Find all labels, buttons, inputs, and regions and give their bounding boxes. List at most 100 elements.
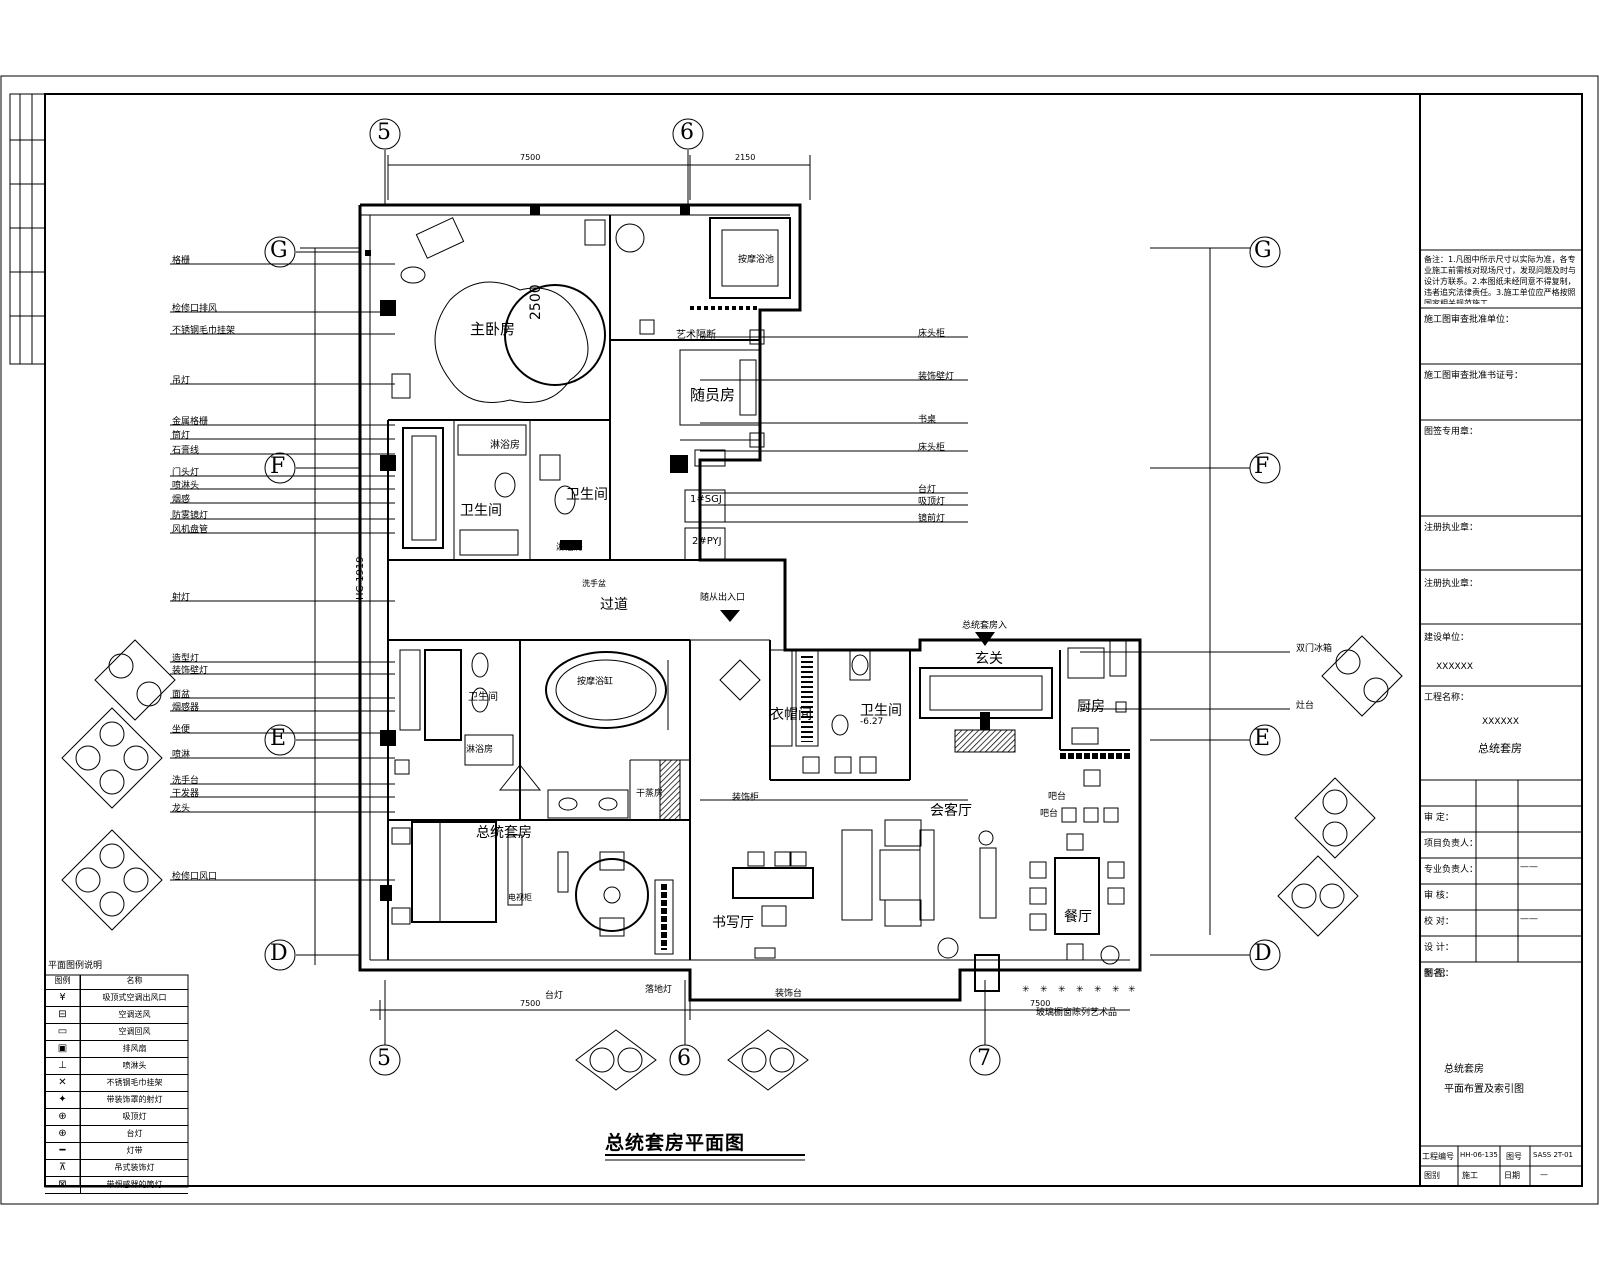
room-label-shaft-2: 2#PYJ [692,536,722,547]
callout-right-7: 双门冰箱 [1296,644,1333,654]
legend-row: ⊠ 带烟感器的筒灯 [45,1177,188,1194]
callout-bottom-1: 落地灯 [645,985,673,995]
axis-bubble-6-top [672,118,704,150]
axis-label-5-1: 5 [377,1046,391,1071]
callout-right-6: 镜前灯 [918,514,946,524]
legend-row: ⊥喷淋头 [45,1058,188,1075]
outer-frame [0,75,1599,1205]
axis-label-E-left: E [270,726,287,751]
dim-top-0: 7500 [520,153,541,162]
project-label: 工程名称： [1424,693,1470,703]
axis-label-D-right: D [1254,941,1272,966]
axis-label-5-0: 5 [377,120,391,145]
legend-symbol: ¥ [45,990,81,1006]
proj-no-label: 工程编号 [1422,1152,1454,1161]
room-label-level: -6.27 [860,717,884,727]
callout-right-0: 床头柜 [918,329,946,339]
room-label-bath-1: 卫生间 [460,503,502,519]
axis-label-F-left: F [270,454,286,479]
callout-left-8: 喷淋头 [172,481,200,491]
drawing-title: 总统套房平面图 [605,1132,746,1154]
project-value: XXXXXX [1482,717,1519,727]
signoff-value [1480,888,1520,914]
room-label-hc-label: HC-1919 [355,556,366,600]
callout-left-20: 干发器 [172,789,200,799]
legend-name: 吸顶式空调出风口 [102,993,167,1002]
date-value: — [1540,1170,1548,1179]
room-label-tv-cabinet: 电视柜 [508,893,532,902]
legend-head-symbol: 图例 [45,975,81,989]
inner-frame [44,93,1583,1187]
drawing-name-1: 总统套房 [1444,1064,1484,1075]
room-label-bath-3: 卫生间 [468,692,498,703]
legend-symbol: ✕ [45,1075,81,1091]
svg-text:✳: ✳ [1112,985,1120,995]
callout-left-15: 面盆 [172,690,191,700]
room-label-dim-2500: 2500 [528,284,544,320]
sheet-value: SASS 2T-01 [1533,1151,1573,1159]
wardrobe-rails [769,649,819,747]
legend-symbol: ⊕ [45,1109,81,1125]
callout-right-3: 床头柜 [918,443,946,453]
date-label: 日期 [1504,1171,1520,1180]
axis-bubble-F-left [264,452,296,484]
axis-label-6-1: 6 [677,1046,691,1071]
legend-row: ⊕吸顶灯 [45,1109,188,1126]
axis-bubble-6-bottom [669,1044,701,1076]
legend-symbol: ⊠ [45,1177,81,1193]
axis-bubble-D-left [264,939,296,971]
axis-bubble-7-bottom [969,1044,1001,1076]
notes-text: 备注：1.凡图中所示尺寸以实际为准，各专业施工前需核对现场尺寸，发现问题及时与设… [1424,255,1576,304]
callout-right-8: 灶台 [1296,701,1315,711]
room-label-shower-1: 淋浴房 [490,440,520,451]
legend-name: 带烟感器的筒灯 [106,1180,163,1189]
legend-header: 图例名称 [45,975,188,990]
dim-bottom-0: 7500 [520,999,541,1008]
room-label-dryer: 干蒸房 [636,789,664,799]
axis-bubble-G-left [264,236,296,268]
room-label-wash-basin: 洗手盆 [582,579,606,588]
legend-name: 灯带 [126,1146,143,1155]
round-table [575,858,649,932]
room-label-display-cabinet: 装饰柜 [732,793,760,803]
svg-text:✳: ✳ [1094,985,1102,995]
room-label-window-display: 玻璃橱窗陈列艺术品 [1036,1008,1118,1018]
signoff-label: 审 核： [1424,891,1454,901]
stage-value: 施工 [1462,1171,1478,1180]
signoff-value [1480,966,1520,992]
dining-table [1054,857,1100,935]
project-sub: 总统套房 [1478,742,1522,755]
legend-symbol: ✦ [45,1092,81,1108]
legend-row: ✦带装饰罩的射灯 [45,1092,188,1109]
room-label-master-bedroom: 主卧房 [470,320,516,338]
legend-name: 台灯 [126,1129,143,1138]
dim-top-1: 2150 [735,153,756,162]
room-label-shower-3: 淋浴房 [466,745,494,755]
signoff-row: 校 对：—— [1424,914,1578,940]
callout-left-21: 龙头 [172,804,191,814]
floor-plan: ✳✳ ✳✳ ✳✳ ✳ [358,203,1142,1002]
signoff-row: 设 计： [1424,940,1578,966]
signoff-label: 设 计： [1424,943,1454,953]
legend-name: 不锈钢毛巾挂架 [106,1078,163,1087]
callout-bottom-0: 台灯 [545,991,564,1001]
index-symbols [61,635,1403,1091]
room-label-foyer: 玄关 [975,651,1003,667]
room-label-shower-2: 淋浴房 [556,543,584,553]
axis-label-F-right: F [1254,454,1270,479]
axis-bubble-E-left [264,724,296,756]
callout-bottom-2: 装饰台 [775,989,803,999]
callout-left-3: 吊灯 [172,376,191,386]
legend-row: ▭空调回风 [45,1024,188,1041]
legend-name: 喷淋头 [122,1061,147,1070]
legend-row: ⊟空调送风 [45,1007,188,1024]
axis-label-G-left: G [270,238,288,263]
callout-left-18: 喷淋 [172,750,191,760]
callout-right-4: 台灯 [918,485,937,495]
signoff-value: —— [1520,862,1538,872]
pool [709,217,791,299]
legend-row: ▣排风扇 [45,1041,188,1058]
proj-no-value: HH-06-135 [1460,1151,1498,1159]
callout-right-5: 吸顶灯 [918,497,946,507]
signoff-row: 制 图： [1424,966,1578,992]
